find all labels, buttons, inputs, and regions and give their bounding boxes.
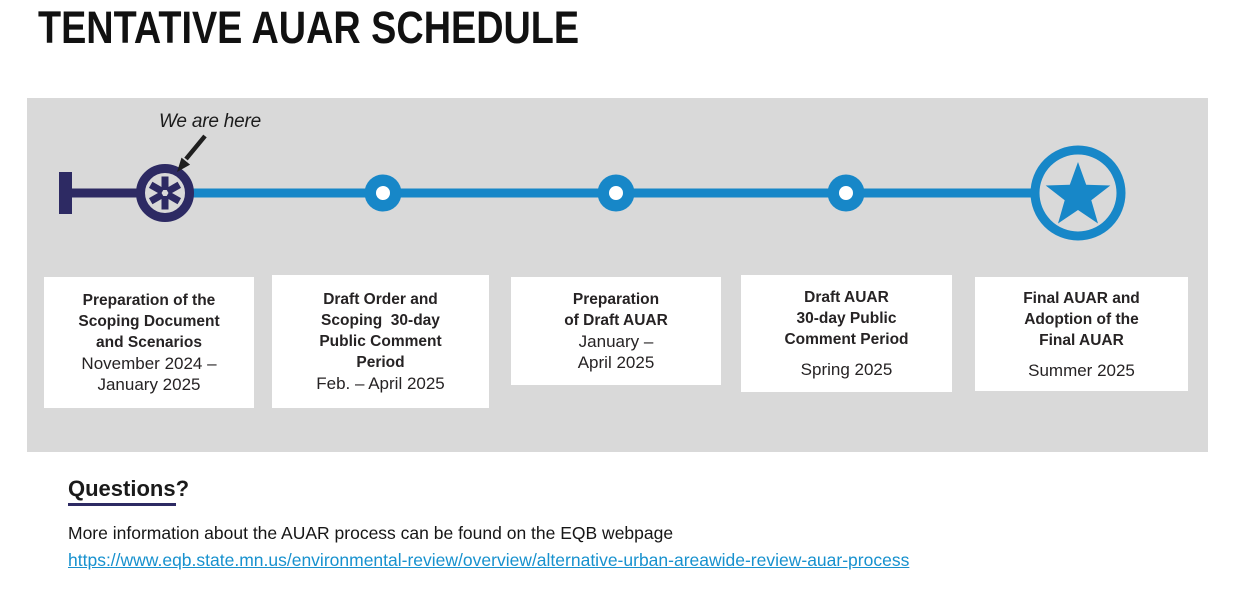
milestone-date: Feb. – April 2025 <box>316 374 445 393</box>
milestone-title: Preparation of Draft AUAR <box>564 291 668 329</box>
page-title: TENTATIVE AUAR SCHEDULE <box>38 2 580 53</box>
milestone-title: Draft Order and Scoping 30-day Public Co… <box>319 291 442 371</box>
milestone-card-1: Preparation of the Scoping Document and … <box>44 277 254 408</box>
milestone-title: Draft AUAR 30-day Public Comment Period <box>784 289 909 348</box>
milestone-date: November 2024 – January 2025 <box>81 354 217 394</box>
milestone-title: Preparation of the Scoping Document and … <box>78 292 220 351</box>
info-text: More information about the AUAR process … <box>68 523 674 543</box>
milestone-date: Summer 2025 <box>1028 360 1135 380</box>
questions-mark: ? <box>175 476 190 501</box>
questions-underlined-text: Questions <box>68 476 176 506</box>
questions-heading: Questions? <box>68 476 190 506</box>
milestone-date: Spring 2025 <box>800 360 893 379</box>
we-are-here-label: We are here <box>159 111 262 132</box>
milestone-date: January – April 2025 <box>577 332 655 372</box>
milestone-card-3: Preparation of Draft AUAR January – Apri… <box>511 277 721 385</box>
milestone-card-2: Draft Order and Scoping 30-day Public Co… <box>272 275 489 408</box>
milestone-title: Final AUAR and Adoption of the Final AUA… <box>1023 289 1140 349</box>
eqb-webpage-link[interactable]: https://www.eqb.state.mn.us/environmenta… <box>68 550 910 570</box>
milestone-card-5: Final AUAR and Adoption of the Final AUA… <box>975 277 1188 391</box>
milestone-card-4: Draft AUAR 30-day Public Comment Period … <box>741 275 952 392</box>
